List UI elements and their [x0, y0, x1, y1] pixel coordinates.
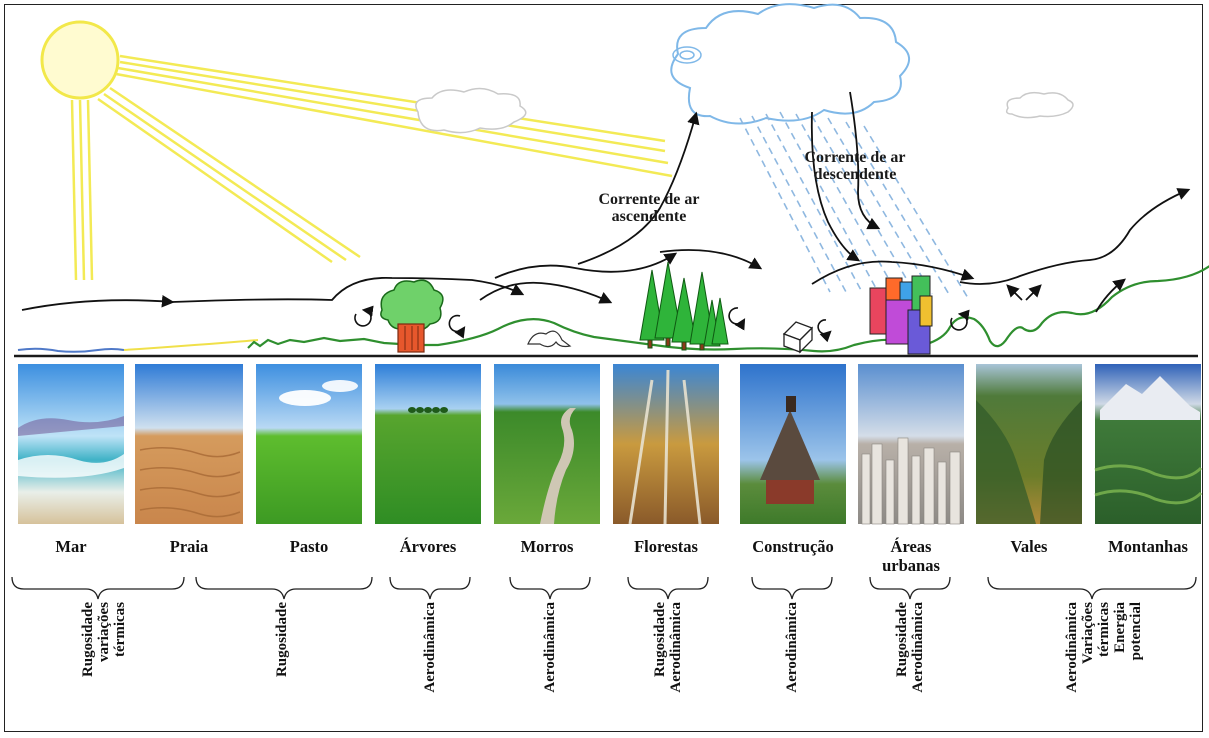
small-cloud-right — [1005, 91, 1074, 119]
house-icon — [782, 321, 814, 354]
terrain-label-montanhas: Montanhas — [1108, 537, 1188, 556]
terrain-label-pasto: Pasto — [289, 537, 329, 556]
brace-5 — [627, 576, 709, 600]
terrain-label-arvores: Árvores — [399, 537, 457, 556]
factor-group-4: Aerodinâmica — [490, 602, 610, 730]
terrain-label-florestas: Florestas — [634, 537, 698, 556]
rain-lines — [739, 111, 969, 299]
terrain-label-construcao: Construção — [752, 537, 834, 556]
terrain-sea-line — [17, 347, 125, 353]
factor-8-line4: Energia — [1112, 602, 1128, 653]
factor-2-line1: Rugosidade — [274, 602, 290, 678]
hills-icon — [527, 330, 572, 348]
turbulence-loops — [354, 305, 970, 343]
terrain-label-vales: Vales — [1010, 537, 1048, 556]
terrain-beach-line — [123, 339, 259, 351]
factor-group-8: Aerodinâmica Variações térmicas Energia … — [1044, 602, 1164, 730]
factor-7-line1: Rugosidade — [894, 602, 910, 678]
photo-beach — [135, 364, 243, 524]
terrain-label-mar: Mar — [55, 537, 87, 556]
brace-7 — [869, 576, 951, 600]
factor-8-line1: Aerodinâmica — [1064, 602, 1080, 693]
downdraft-label-line2: descendente — [813, 166, 897, 183]
downdraft-label: Corrente de ar descendente — [780, 149, 930, 183]
brace-4 — [509, 576, 591, 600]
grouping-braces — [11, 576, 1197, 600]
brace-2 — [195, 576, 373, 600]
factor-6-line1: Aerodinâmica — [784, 602, 800, 693]
factor-group-6: Aerodinâmica — [732, 602, 852, 730]
brace-1 — [11, 576, 185, 600]
downdraft-label-line1: Corrente de ar — [804, 149, 906, 166]
factor-5-line1: Rugosidade — [652, 602, 668, 678]
factor-8-line5: potencial — [1128, 602, 1144, 661]
factor-group-3: Aerodinâmica — [370, 602, 490, 730]
updraft-label-line1: Corrente de ar — [598, 191, 700, 208]
factor-4-line1: Aerodinâmica — [542, 602, 558, 693]
brace-6 — [751, 576, 833, 600]
factor-group-2: Rugosidade — [222, 602, 342, 730]
updraft-label-line2: ascendente — [611, 208, 687, 225]
factor-5-line2: Aerodinâmica — [668, 602, 684, 693]
factor-1-line3: térmicas — [112, 602, 128, 657]
rain-cloud — [670, 3, 910, 125]
forest-icon — [639, 261, 729, 351]
brace-8 — [987, 576, 1197, 600]
factor-8-line2: Variações — [1080, 602, 1096, 664]
city-icon — [869, 275, 933, 355]
photo-sea — [18, 364, 124, 524]
factor-3-line1: Aerodinâmica — [422, 602, 438, 693]
small-cloud-left — [415, 87, 527, 134]
factor-group-1: Rugosidade variações térmicas — [44, 602, 164, 730]
brace-3 — [389, 576, 471, 600]
terrain-photos — [18, 364, 1203, 525]
terrain-label-morros: Morros — [520, 537, 574, 556]
factor-7-line2: Aerodinâmica — [910, 602, 926, 693]
sun-icon — [40, 20, 673, 281]
factor-1-line2: variações — [96, 602, 112, 662]
terrain-label-praia: Praia — [169, 537, 209, 556]
updraft-label: Corrente de ar ascendente — [574, 191, 724, 225]
photo-trees — [375, 364, 481, 524]
terrain-line — [247, 265, 1209, 353]
factor-group-5: Rugosidade Aerodinâmica — [608, 602, 728, 730]
tree-icon — [380, 279, 444, 353]
factor-8-line3: térmicas — [1096, 602, 1112, 657]
airflow-lines — [21, 91, 1191, 313]
factor-group-7: Rugosidade Aerodinâmica — [850, 602, 970, 730]
factor-1-line1: Rugosidade — [80, 602, 96, 678]
